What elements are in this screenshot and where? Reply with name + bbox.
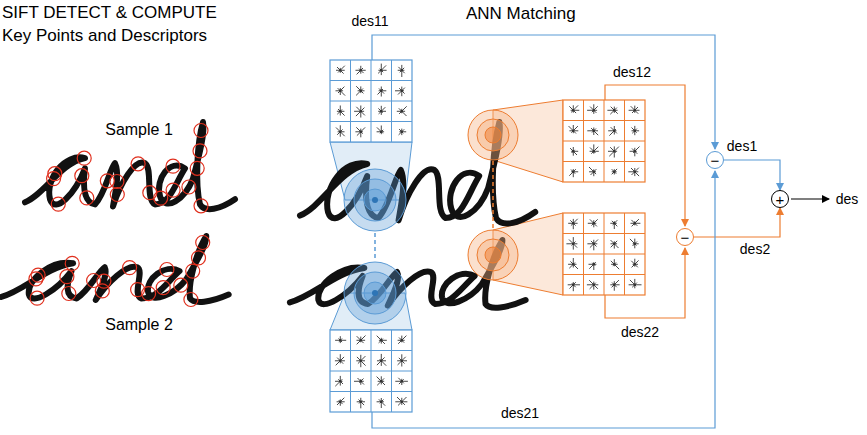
keypoint-circle xyxy=(110,188,124,202)
descriptor-grid xyxy=(563,213,645,295)
operator-circle: − xyxy=(676,228,694,246)
descriptor-grid xyxy=(330,330,412,412)
keypoint-circle xyxy=(77,151,91,165)
keypoint-circle xyxy=(97,274,111,288)
edge-label: des1 xyxy=(726,139,758,154)
descriptor-label: des xyxy=(836,191,859,207)
heading: Key Points and Descriptors xyxy=(2,26,207,46)
descriptor-label: des22 xyxy=(621,324,659,340)
operator-symbol: − xyxy=(711,153,720,168)
keypoint-circle xyxy=(166,159,180,173)
edge-label: des2 xyxy=(739,242,771,257)
keypoint-circle xyxy=(123,261,137,275)
keypoint-circle xyxy=(193,144,207,158)
operator-symbol: − xyxy=(681,230,690,245)
sample-label: Sample 2 xyxy=(105,316,173,334)
keypoint-circle xyxy=(182,180,196,194)
keypoint-circle xyxy=(75,169,89,183)
connector xyxy=(694,208,780,237)
keypoint-circle xyxy=(194,199,208,213)
descriptor-label: des21 xyxy=(501,405,539,421)
connector xyxy=(724,160,780,190)
descriptor-label: des12 xyxy=(613,64,651,80)
keypoint-circle xyxy=(156,281,170,295)
operator-symbol: + xyxy=(776,192,785,207)
keypoint-circle xyxy=(30,291,44,305)
descriptor-grid xyxy=(330,60,412,142)
keypoint-circle xyxy=(194,124,208,138)
keypoint-circle xyxy=(31,268,45,282)
keypoint-circle xyxy=(60,270,74,284)
keypoint-circle xyxy=(142,287,156,301)
keypoint-circle xyxy=(65,256,79,270)
keypoint-circle xyxy=(174,278,188,292)
keypoint-circle xyxy=(154,191,168,205)
heading: SIFT DETECT & COMPUTE xyxy=(2,3,217,23)
keypoint-circle xyxy=(110,175,124,189)
keypoint-circle xyxy=(192,251,206,265)
keypoint-circle xyxy=(186,264,200,278)
keypoint-circle xyxy=(166,183,180,197)
keypoint-circle xyxy=(160,263,174,277)
heading: ANN Matching xyxy=(466,4,576,24)
keypoint-circle xyxy=(80,191,94,205)
cursive-word xyxy=(0,236,241,302)
sample-label: Sample 1 xyxy=(105,121,173,139)
keypoint-circle xyxy=(62,287,76,301)
keypoint-circle xyxy=(48,167,62,181)
keypoint-circle xyxy=(196,236,210,250)
keypoint-circle xyxy=(95,284,109,298)
keypoint-circle xyxy=(143,186,157,200)
keypoint-circle xyxy=(184,293,198,307)
keypoint-circle xyxy=(51,197,65,211)
descriptor-grid xyxy=(563,100,645,182)
descriptor-label: des11 xyxy=(351,13,388,29)
keypoint-circle xyxy=(131,157,145,171)
keypoint-circle xyxy=(190,161,204,175)
keypoint-circle xyxy=(47,172,61,186)
operator-circle: − xyxy=(706,151,724,169)
operator-circle: + xyxy=(771,190,789,208)
